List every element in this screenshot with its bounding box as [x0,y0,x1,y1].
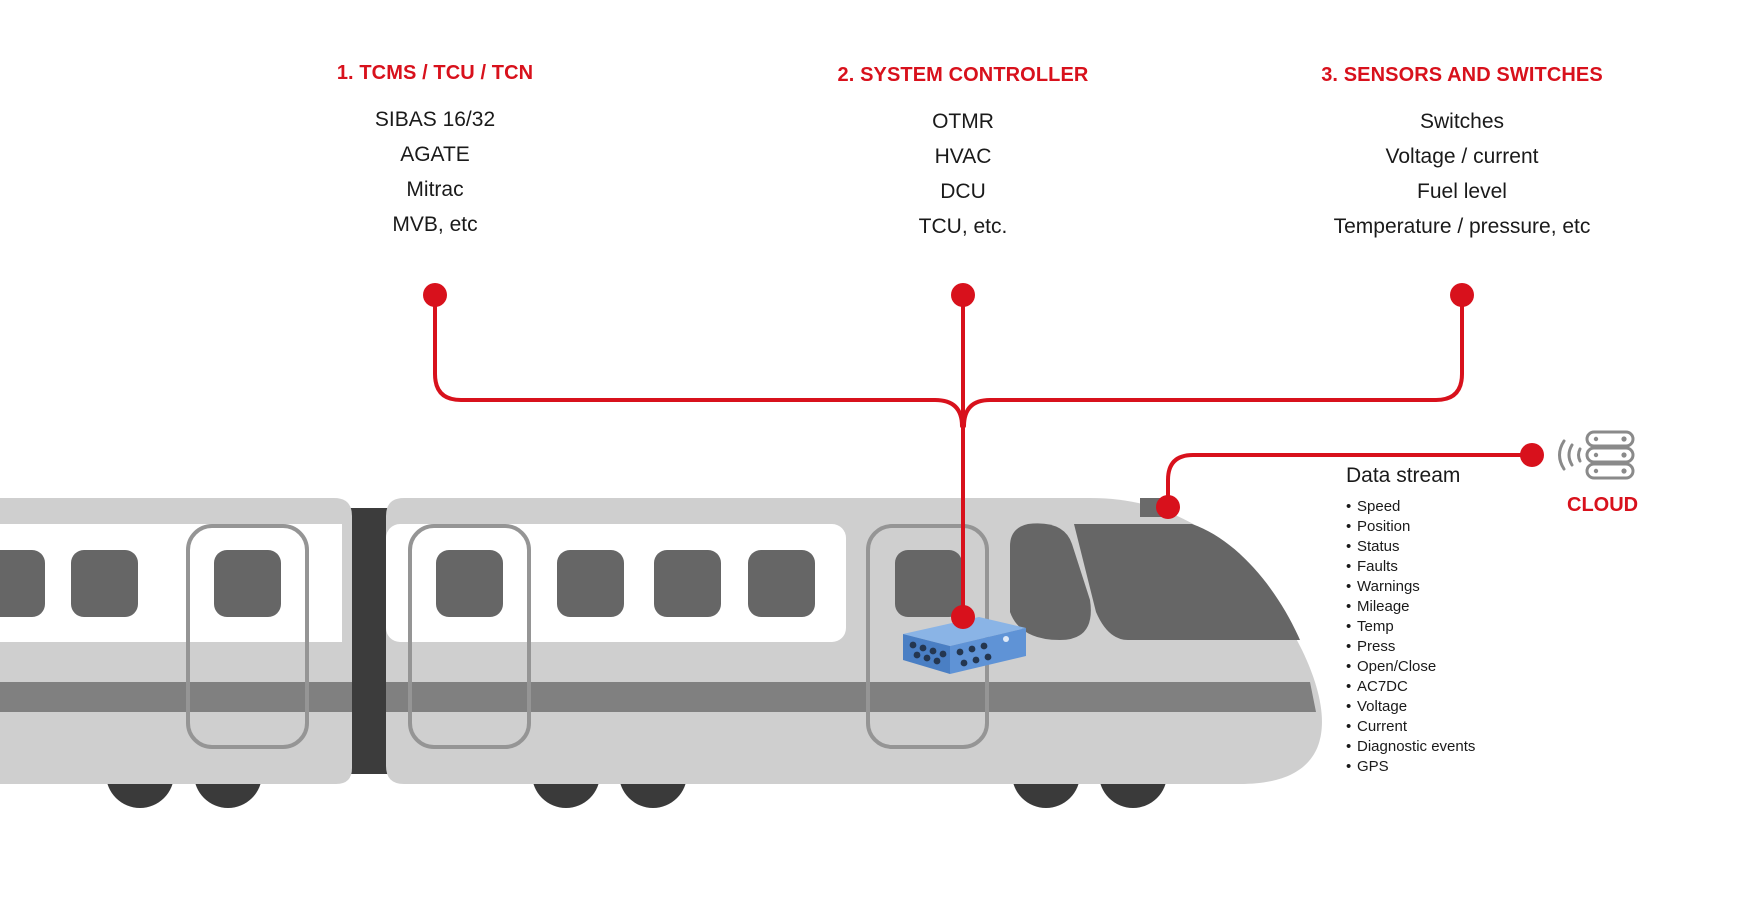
cab-side-window [1010,523,1091,640]
column-title: 1. TCMS / TCU / TCN [336,62,534,84]
window [214,550,281,617]
list-item: Status [1346,537,1475,557]
window [557,550,624,617]
column-system-controller: 2. SYSTEM CONTROLLER OTMR HVAC DCU TCU, … [773,64,1153,244]
list-item: DCU [940,180,986,203]
column-title: 2. SYSTEM CONTROLLER [837,64,1089,86]
node-controller [951,283,975,307]
windscreen [1074,524,1300,640]
list-item: Open/Close [1346,657,1475,677]
node-device [951,605,975,629]
list-item: Mileage [1346,597,1475,617]
rear-car-stripe [0,682,352,712]
list-item: Switches [1419,110,1505,133]
line-cloud [1166,453,1534,509]
list-item: Diagnostic events [1346,737,1475,757]
list-item: SIBAS 16/32 [374,108,496,131]
list-item: AGATE [400,143,470,166]
list-item: Temp [1346,617,1475,637]
lead-car-stripe [386,682,1316,712]
list-item: MVB, etc [392,213,478,236]
column-items: SIBAS 16/32 AGATE Mitrac MVB, etc [245,102,625,242]
list-item: Voltage / current [1385,145,1539,168]
connection-lines [433,293,1534,619]
list-item: Warnings [1346,577,1475,597]
list-item: AC7DC [1346,677,1475,697]
data-stream-list: Speed Position Status Faults Warnings Mi… [1346,497,1475,777]
list-item: Temperature / pressure, etc [1333,215,1591,238]
list-item: Voltage [1346,697,1475,717]
train-icon [0,498,1322,808]
line-tcms [433,293,964,428]
rear-car-window-band [0,524,342,642]
line-sensors [962,293,1464,428]
column-sensors-switches: 3. SENSORS AND SWITCHES Switches Voltage… [1272,64,1652,244]
car-coupler [348,508,390,774]
roof-antenna-box [1140,498,1162,517]
list-item: OTMR [932,110,994,133]
connection-nodes [423,283,1544,519]
cloud-label: CLOUD [1567,494,1639,516]
node-cloud [1520,443,1544,467]
door-outline [408,524,531,749]
data-stream-title: Data stream [1346,464,1461,487]
node-antenna [1156,495,1180,519]
list-item: Speed [1346,497,1475,517]
gateway-device-icon [903,617,1026,674]
window [748,550,815,617]
list-item: HVAC [934,145,992,168]
list-item: Fuel level [1417,180,1507,203]
window [654,550,721,617]
door-outline [186,524,309,749]
node-tcms [423,283,447,307]
list-item: Press [1346,637,1475,657]
window [436,550,503,617]
window [895,550,962,617]
column-items: Switches Voltage / current Fuel level Te… [1272,104,1652,244]
window [0,550,45,617]
list-item: Faults [1346,557,1475,577]
list-item: Mitrac [406,178,464,201]
column-title: 3. SENSORS AND SWITCHES [1321,64,1603,86]
list-item: Current [1346,717,1475,737]
cloud-server-icon [1558,430,1635,480]
list-item: Position [1346,517,1475,537]
window [71,550,138,617]
node-sensors [1450,283,1474,307]
data-stream: Data stream Speed Position Status Faults… [1346,464,1475,777]
column-items: OTMR HVAC DCU TCU, etc. [773,104,1153,244]
list-item: GPS [1346,757,1475,777]
column-tcms: 1. TCMS / TCU / TCN SIBAS 16/32 AGATE Mi… [245,62,625,242]
list-item: TCU, etc. [918,215,1008,238]
